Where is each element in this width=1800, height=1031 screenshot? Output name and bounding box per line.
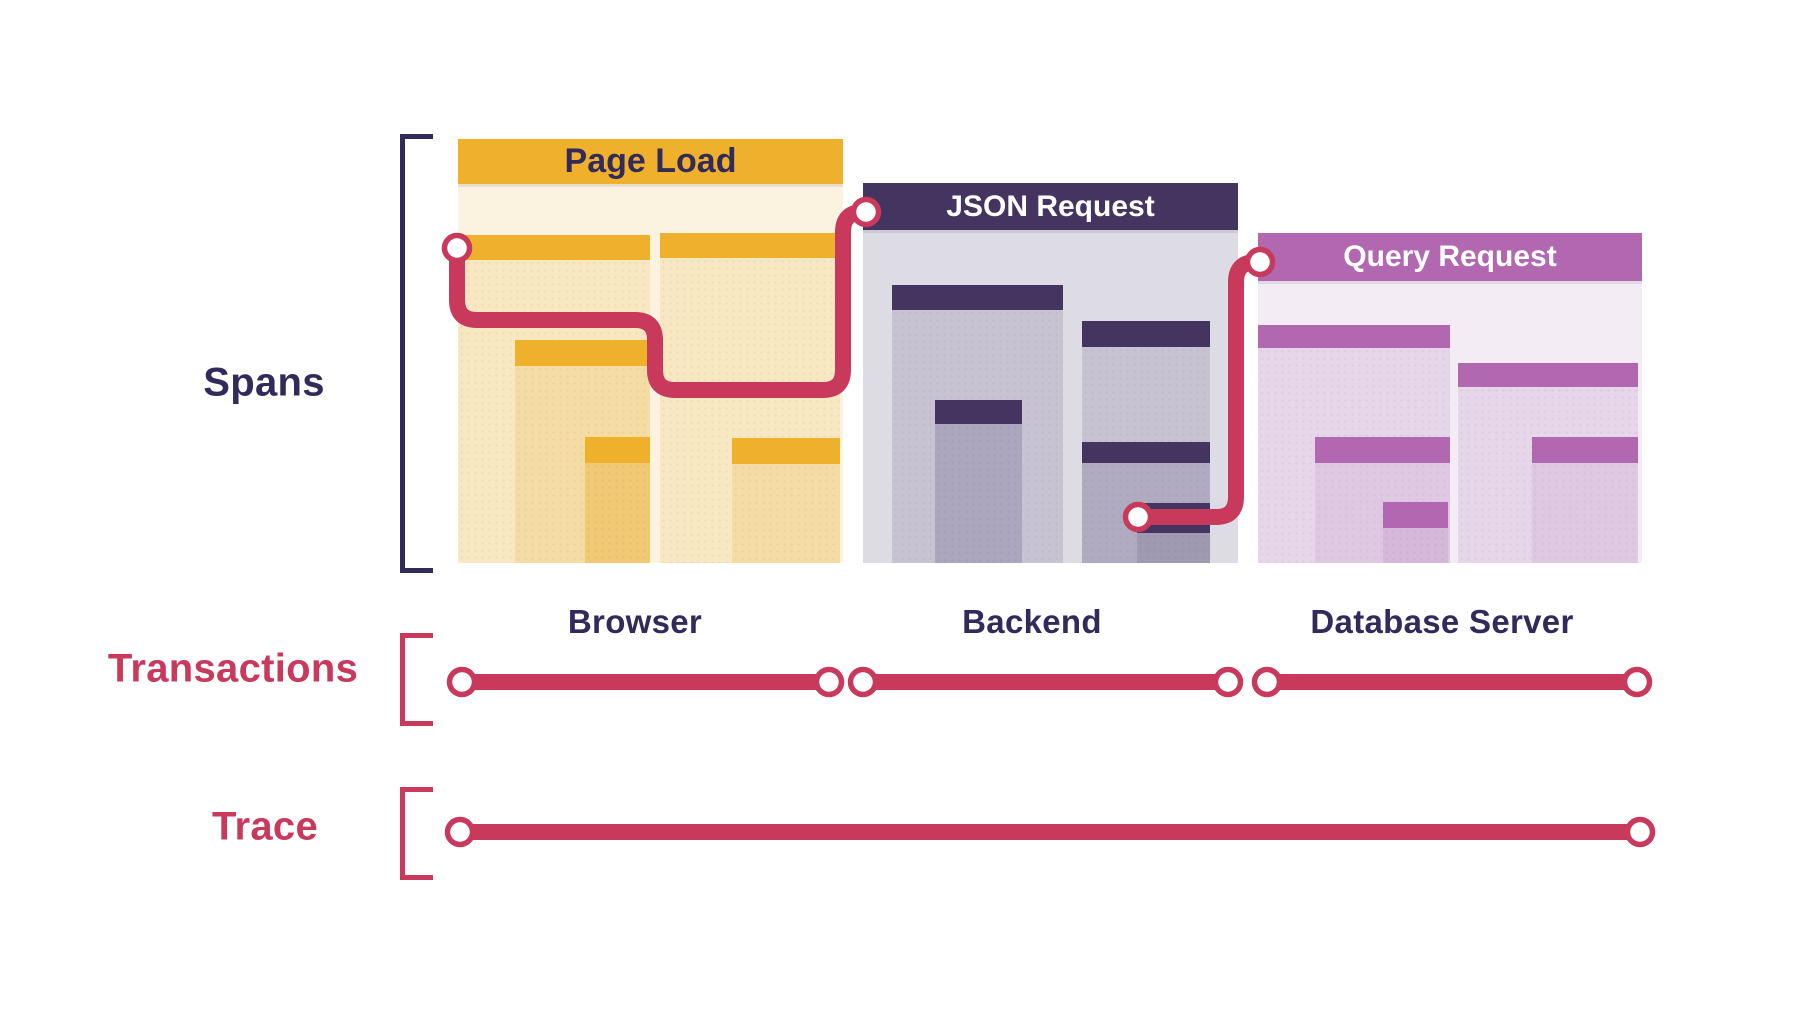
query-request-block: Query Request (1258, 233, 1642, 563)
query-request-header: Query Request (1258, 233, 1642, 281)
database-server-label: Database Server (1310, 603, 1574, 640)
transaction-browser-start (446, 666, 478, 698)
transactions-label: Transactions (107, 646, 359, 691)
transaction-database-end (1621, 666, 1653, 698)
query-span-a1-bar (1315, 437, 1450, 463)
json-request-header: JSON Request (863, 183, 1238, 230)
page-load-span-a-bar (458, 235, 650, 260)
page-load-span-a2-body (585, 463, 650, 563)
browser-label: Browser (567, 603, 703, 640)
json-span-b-bar (1082, 321, 1210, 347)
spans-label: Spans (203, 360, 325, 405)
json-span-a1-body (935, 424, 1022, 563)
spans-bracket (400, 134, 433, 573)
trace-start-node (444, 816, 476, 848)
backend-label: Backend (962, 603, 1102, 640)
page-load-span-a2-bar (585, 437, 650, 463)
json-span-a-bar (892, 285, 1063, 310)
query-span-a-bar (1258, 325, 1450, 348)
page-load-span-a1-bar (515, 340, 650, 366)
trace-label: Trace (211, 804, 319, 849)
json-span-b1-bar (1082, 442, 1210, 463)
transaction-browser-end (813, 666, 845, 698)
transactions-bracket (400, 633, 433, 726)
json-span-a1-bar (935, 400, 1022, 424)
trace-bracket (400, 787, 433, 880)
page-load-span-b-bar (660, 233, 840, 258)
json-request-block: JSON Request (863, 183, 1238, 563)
query-span-a2-bar (1383, 502, 1448, 528)
query-span-b1-bar (1532, 437, 1638, 463)
query-span-b-bar (1458, 363, 1638, 387)
transaction-backend-start (847, 666, 879, 698)
page-load-header: Page Load (458, 139, 843, 184)
query-span-a2-body (1383, 528, 1448, 563)
json-span-b2-body (1137, 533, 1210, 563)
transaction-database-start (1251, 666, 1283, 698)
transaction-backend-end (1212, 666, 1244, 698)
page-load-span-b1-bar (732, 438, 840, 464)
json-request-title: JSON Request (946, 189, 1155, 223)
trace-end-node (1624, 816, 1656, 848)
query-span-b1-body (1532, 463, 1638, 563)
page-load-title: Page Load (564, 142, 737, 180)
query-request-title: Query Request (1343, 240, 1557, 273)
json-span-b2-bar (1137, 503, 1210, 533)
page-load-span-b1-body (732, 464, 840, 563)
page-load-block: Page Load (458, 139, 843, 563)
